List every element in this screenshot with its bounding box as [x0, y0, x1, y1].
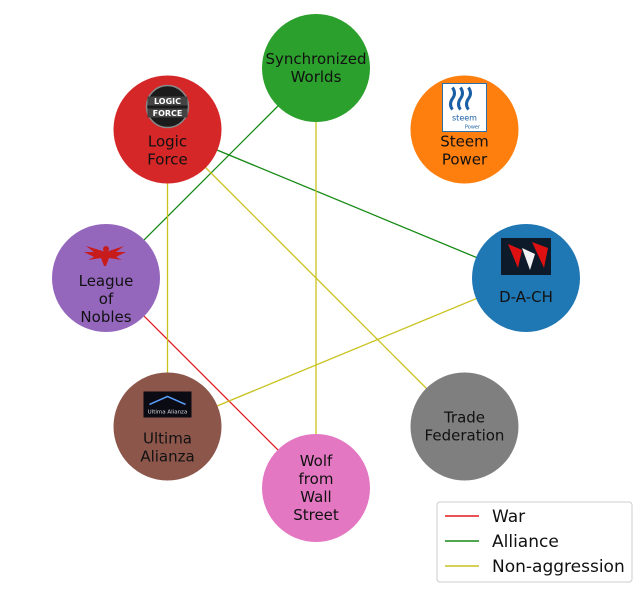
- legend-box: [436, 501, 633, 583]
- node-d-a-ch: D-A-CH: [472, 224, 580, 332]
- eagle-icon: [84, 246, 126, 266]
- node-label-league-of-nobles-line-2: of: [99, 290, 114, 308]
- legend: War Alliance Non-aggression: [436, 501, 633, 583]
- node-label-wolf-from-wall-street-line-3: Wall: [300, 488, 331, 506]
- node-label-wolf-from-wall-street-line-4: Street: [293, 506, 339, 524]
- node-circle-trade-federation: [410, 372, 519, 481]
- node-label-trade-federation-line-2: Federation: [425, 426, 505, 444]
- steem-logo-subword: Power: [465, 125, 481, 131]
- node-label-steem-power-line-1: Steem: [440, 133, 488, 151]
- edge-alliance-logic-force-d-a-ch: [167, 128, 527, 279]
- node-circle-ultima-alianza: [113, 372, 222, 481]
- node-layer: SynchronizedWorldssteemPowerSteemPowerD-…: [52, 14, 580, 542]
- ultima-alianza-logo: Ultima Alianza: [143, 391, 192, 418]
- node-circle-synchronized-worlds: [262, 14, 370, 122]
- node-label-steem-power-line-2: Power: [442, 151, 488, 169]
- node-circle-wolf-from-wall-street: [262, 434, 370, 542]
- node-label-ultima-alianza-line-1: Ultima: [143, 429, 192, 447]
- legend-label-war: War: [492, 507, 525, 527]
- node-label-d-a-ch-line-1: D-A-CH: [499, 288, 553, 306]
- node-label-logic-force-line-2: Force: [147, 151, 188, 169]
- node-label-logic-force-line-1: Logic: [148, 133, 187, 151]
- edge-non-aggression-logic-force-trade-federation: [167, 129, 465, 427]
- node-label-ultima-alianza-line-2: Alianza: [140, 447, 194, 465]
- d-a-ch-logo: [501, 238, 551, 275]
- node-circle-d-a-ch: [472, 224, 580, 332]
- node-label-synchronized-worlds-line-2: Worlds: [291, 68, 342, 86]
- logic-force-logo: LOGIC FORCE: [145, 84, 190, 129]
- node-label-league-of-nobles-line-3: Nobles: [80, 308, 131, 326]
- legend-label-alliance: Alliance: [492, 532, 559, 552]
- node-circle-logic-force: [113, 75, 222, 184]
- node-label-synchronized-worlds-line-1: Synchronized: [266, 50, 367, 68]
- node-label-wolf-from-wall-street-line-1: Wolf: [300, 452, 333, 470]
- logic-force-logo-line-1: LOGIC: [154, 97, 181, 106]
- steem-logo-word: steem: [452, 114, 477, 123]
- edge-non-aggression-d-a-ch-ultima-alianza: [167, 277, 527, 428]
- node-label-trade-federation-line-1: Trade: [443, 408, 485, 426]
- ultima-logo-word: Ultima Alianza: [148, 409, 188, 415]
- legend-label-non-aggression: Non-aggression: [492, 557, 625, 577]
- node-circle-league-of-nobles: [52, 224, 160, 332]
- node-label-league-of-nobles-line-1: League: [79, 272, 134, 290]
- logic-force-logo-line-2: FORCE: [153, 109, 183, 118]
- node-label-wolf-from-wall-street-line-2: from: [299, 470, 334, 488]
